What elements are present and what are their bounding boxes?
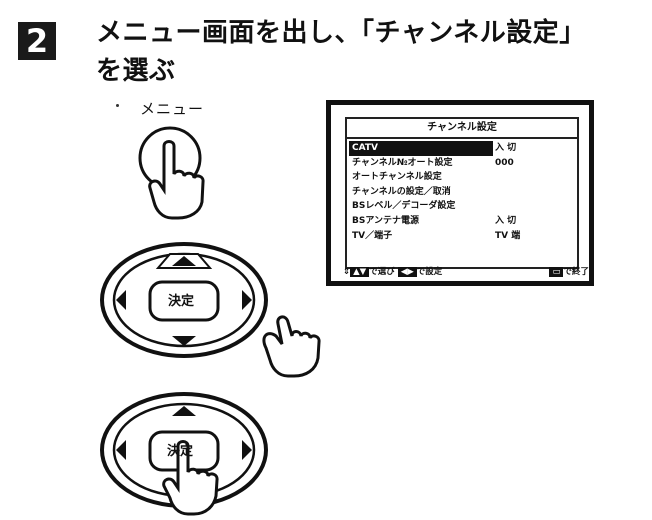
- pointing-hand-icon: [162, 440, 219, 516]
- tv-menu-value: [495, 185, 573, 200]
- step-number-badge: 2: [18, 22, 56, 60]
- footer-set-text: で設定: [416, 267, 443, 277]
- footer-select-text: で選び: [369, 267, 395, 277]
- menu-button-label: メニュー: [140, 100, 205, 118]
- tv-menu-list: CATV チャンネル№オート設定 オートチャンネル設定 チャンネルの設定／取消 …: [349, 141, 493, 243]
- tv-menu-title: チャンネル設定: [347, 119, 577, 139]
- tv-menu-value: [495, 170, 573, 185]
- tv-menu-item: チャンネル№オート設定: [352, 157, 453, 168]
- tv-menu-value: 入 切: [495, 215, 517, 226]
- tv-menu-item: BSレベル／デコーダ設定: [352, 201, 456, 212]
- title-line-1: メニュー画面を出し、「チャンネル設定」: [96, 18, 586, 48]
- select-arrows-icon: ⇕: [343, 267, 351, 277]
- arrow-left-icon: [116, 440, 126, 460]
- tv-screen-illustration: チャンネル設定 CATV チャンネル№オート設定 オートチャンネル設定 チャンネ…: [326, 100, 594, 286]
- pointing-hand-icon: [262, 315, 321, 378]
- tv-menu-values: 入 切 000 入 切 TV 端: [495, 141, 573, 243]
- tv-menu-value: 000: [495, 157, 514, 168]
- pointing-hand-icon: [148, 140, 205, 220]
- tv-menu-value: 入 切: [495, 143, 517, 153]
- enter-button-label-top: 決定: [167, 294, 194, 309]
- tv-menu-item: TV／端子: [352, 230, 393, 241]
- select-icon: ▲▼: [350, 267, 370, 277]
- enter-button-label-bottom: 決定: [166, 444, 193, 459]
- tv-menu-value: TV 端: [495, 230, 521, 241]
- enter-button-icon: [148, 280, 220, 322]
- tv-menu-item: CATV: [349, 141, 493, 156]
- dpad-illustration-top: [100, 242, 321, 378]
- menu-button-press-illustration: [138, 126, 205, 220]
- decorative-dot: [116, 104, 119, 107]
- exit-icon: ▭: [549, 267, 564, 277]
- arrow-left-icon: [116, 290, 126, 310]
- tv-menu-item: オートチャンネル設定: [352, 172, 442, 183]
- tv-menu-footer: ⇕▲▼で選び ◀▶で設定 ▭で終了: [343, 265, 593, 277]
- tv-menu-item: BSアンテナ電源: [352, 215, 419, 226]
- tv-menu-item: チャンネルの設定／取消: [352, 186, 451, 197]
- arrow-right-icon: [242, 440, 252, 460]
- title-line-2: を選ぶ: [96, 56, 176, 86]
- arrow-up-icon: [172, 256, 196, 266]
- tv-menu-value: [495, 199, 573, 214]
- page-title: メニュー画面を出し、「チャンネル設定」 を選ぶ: [96, 14, 636, 90]
- arrow-down-icon: [172, 336, 196, 346]
- arrow-up-icon: [172, 406, 196, 416]
- arrow-right-icon: [242, 290, 252, 310]
- footer-exit-text: で終了: [563, 267, 589, 277]
- set-icon: ◀▶: [397, 267, 417, 277]
- dpad-illustration-bottom: [100, 392, 268, 516]
- tv-menu-panel: チャンネル設定 CATV チャンネル№オート設定 オートチャンネル設定 チャンネ…: [345, 117, 579, 269]
